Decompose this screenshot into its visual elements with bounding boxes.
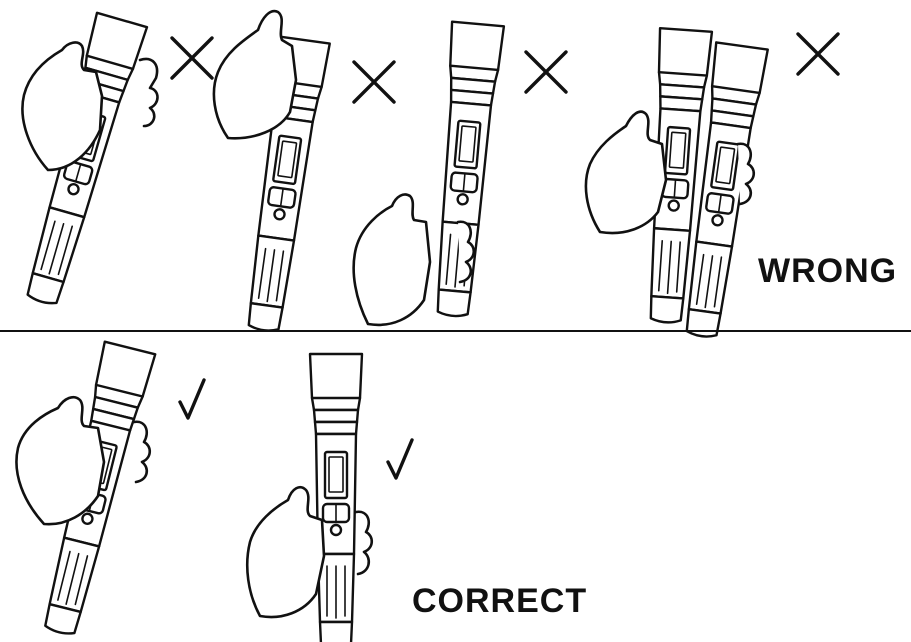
hand-icon: [245, 486, 326, 619]
wrong-label: WRONG: [758, 252, 898, 290]
correct-example-2: [245, 352, 414, 642]
cross-mark-icon: [796, 32, 840, 76]
correct-label: CORRECT: [412, 582, 588, 620]
microphone-icon: [308, 352, 364, 642]
correct-example-1: [15, 340, 206, 640]
hand-icon: [212, 9, 298, 140]
cross-mark-icon: [170, 36, 214, 80]
cross-mark-icon: [524, 50, 568, 94]
wrong-example-4: [584, 26, 840, 341]
hand-icon: [21, 41, 104, 172]
cross-mark-icon: [352, 60, 396, 104]
hand-icon: [15, 395, 106, 526]
wrong-example-2: [212, 9, 396, 335]
wrong-example-1: [15, 11, 214, 311]
hand-icon: [352, 193, 432, 327]
wrong-example-3: [352, 20, 568, 327]
check-mark-icon: [386, 438, 414, 480]
check-mark-icon: [178, 378, 206, 420]
hand-icon: [584, 110, 668, 235]
